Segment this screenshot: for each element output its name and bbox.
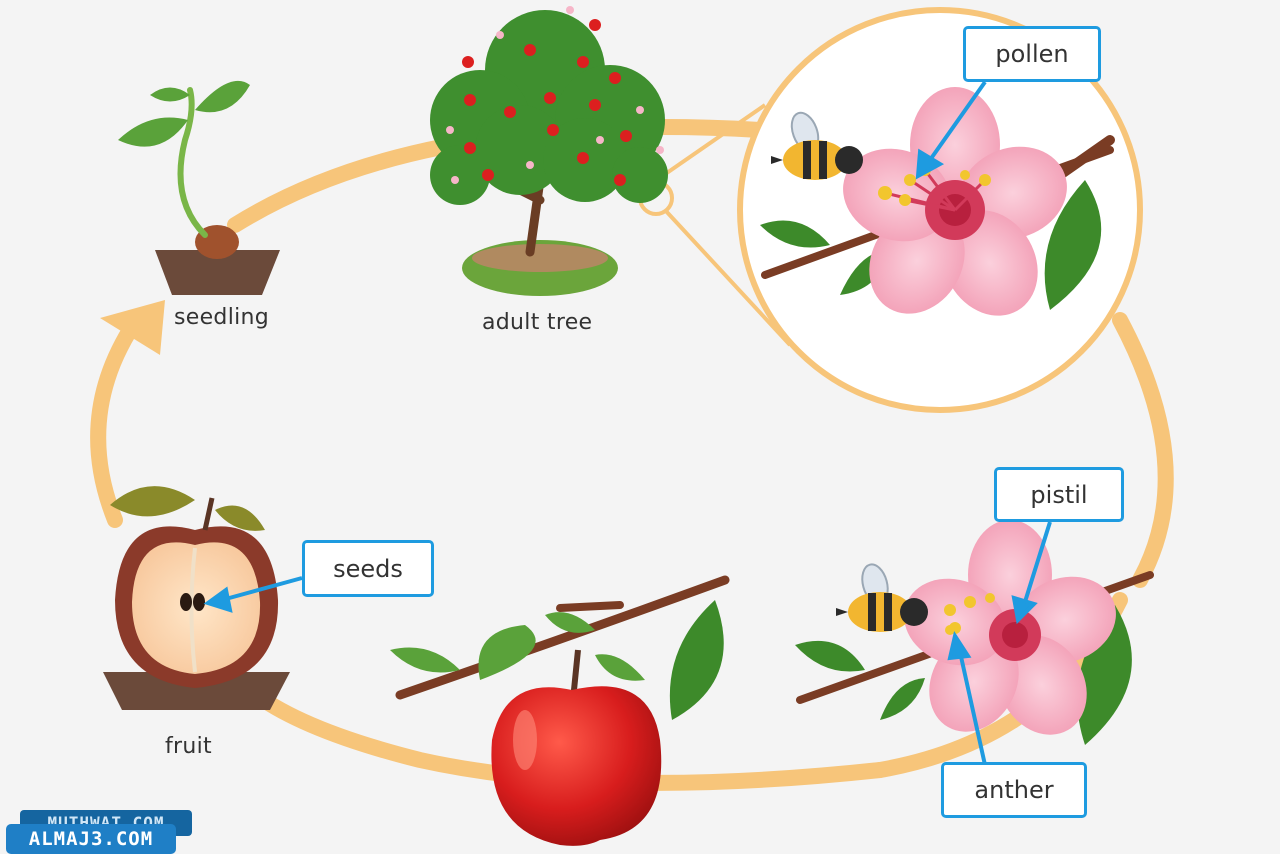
leaf-icon xyxy=(545,612,595,633)
watermark-front-text: ALMAJ3.COM xyxy=(6,824,176,854)
leaf-icon xyxy=(669,600,724,720)
blossom-icon xyxy=(843,87,1067,316)
seedling-label: seedling xyxy=(174,305,270,330)
bee-icon xyxy=(836,563,928,632)
leaf-icon xyxy=(595,654,645,681)
fruit-illustration xyxy=(103,486,290,710)
fruit-label: fruit xyxy=(165,734,212,759)
leaf-icon xyxy=(1077,605,1132,745)
leaf-icon xyxy=(795,640,865,672)
watermark: MUTHWAT.COM ALMAJ3.COM xyxy=(6,806,192,854)
seeds-callout: seeds xyxy=(302,540,434,597)
leaf-icon xyxy=(195,80,250,113)
leaf-icon xyxy=(150,87,190,102)
zoom-circle xyxy=(737,7,1143,413)
leaf-icon xyxy=(390,647,460,673)
leaf-icon xyxy=(110,486,195,517)
bee-icon xyxy=(771,111,863,180)
adult-tree-illustration xyxy=(430,6,668,296)
leaf-icon xyxy=(215,505,265,531)
leaf-icon xyxy=(478,625,536,680)
leaf-icon xyxy=(118,117,188,147)
pollen-callout: pollen xyxy=(963,26,1101,82)
leaf-icon xyxy=(1044,180,1102,310)
callout-leaders xyxy=(203,80,1052,766)
apple-illustration xyxy=(390,575,730,846)
pistil-callout: pistil xyxy=(994,467,1124,522)
leaf-icon xyxy=(760,220,830,248)
seedling-illustration xyxy=(118,80,280,295)
cycle-arrowhead xyxy=(100,300,165,355)
adult-tree-label: adult tree xyxy=(482,310,593,335)
anther-callout: anther xyxy=(941,762,1087,818)
seed-icon xyxy=(180,593,205,611)
leaf-icon xyxy=(880,678,925,720)
